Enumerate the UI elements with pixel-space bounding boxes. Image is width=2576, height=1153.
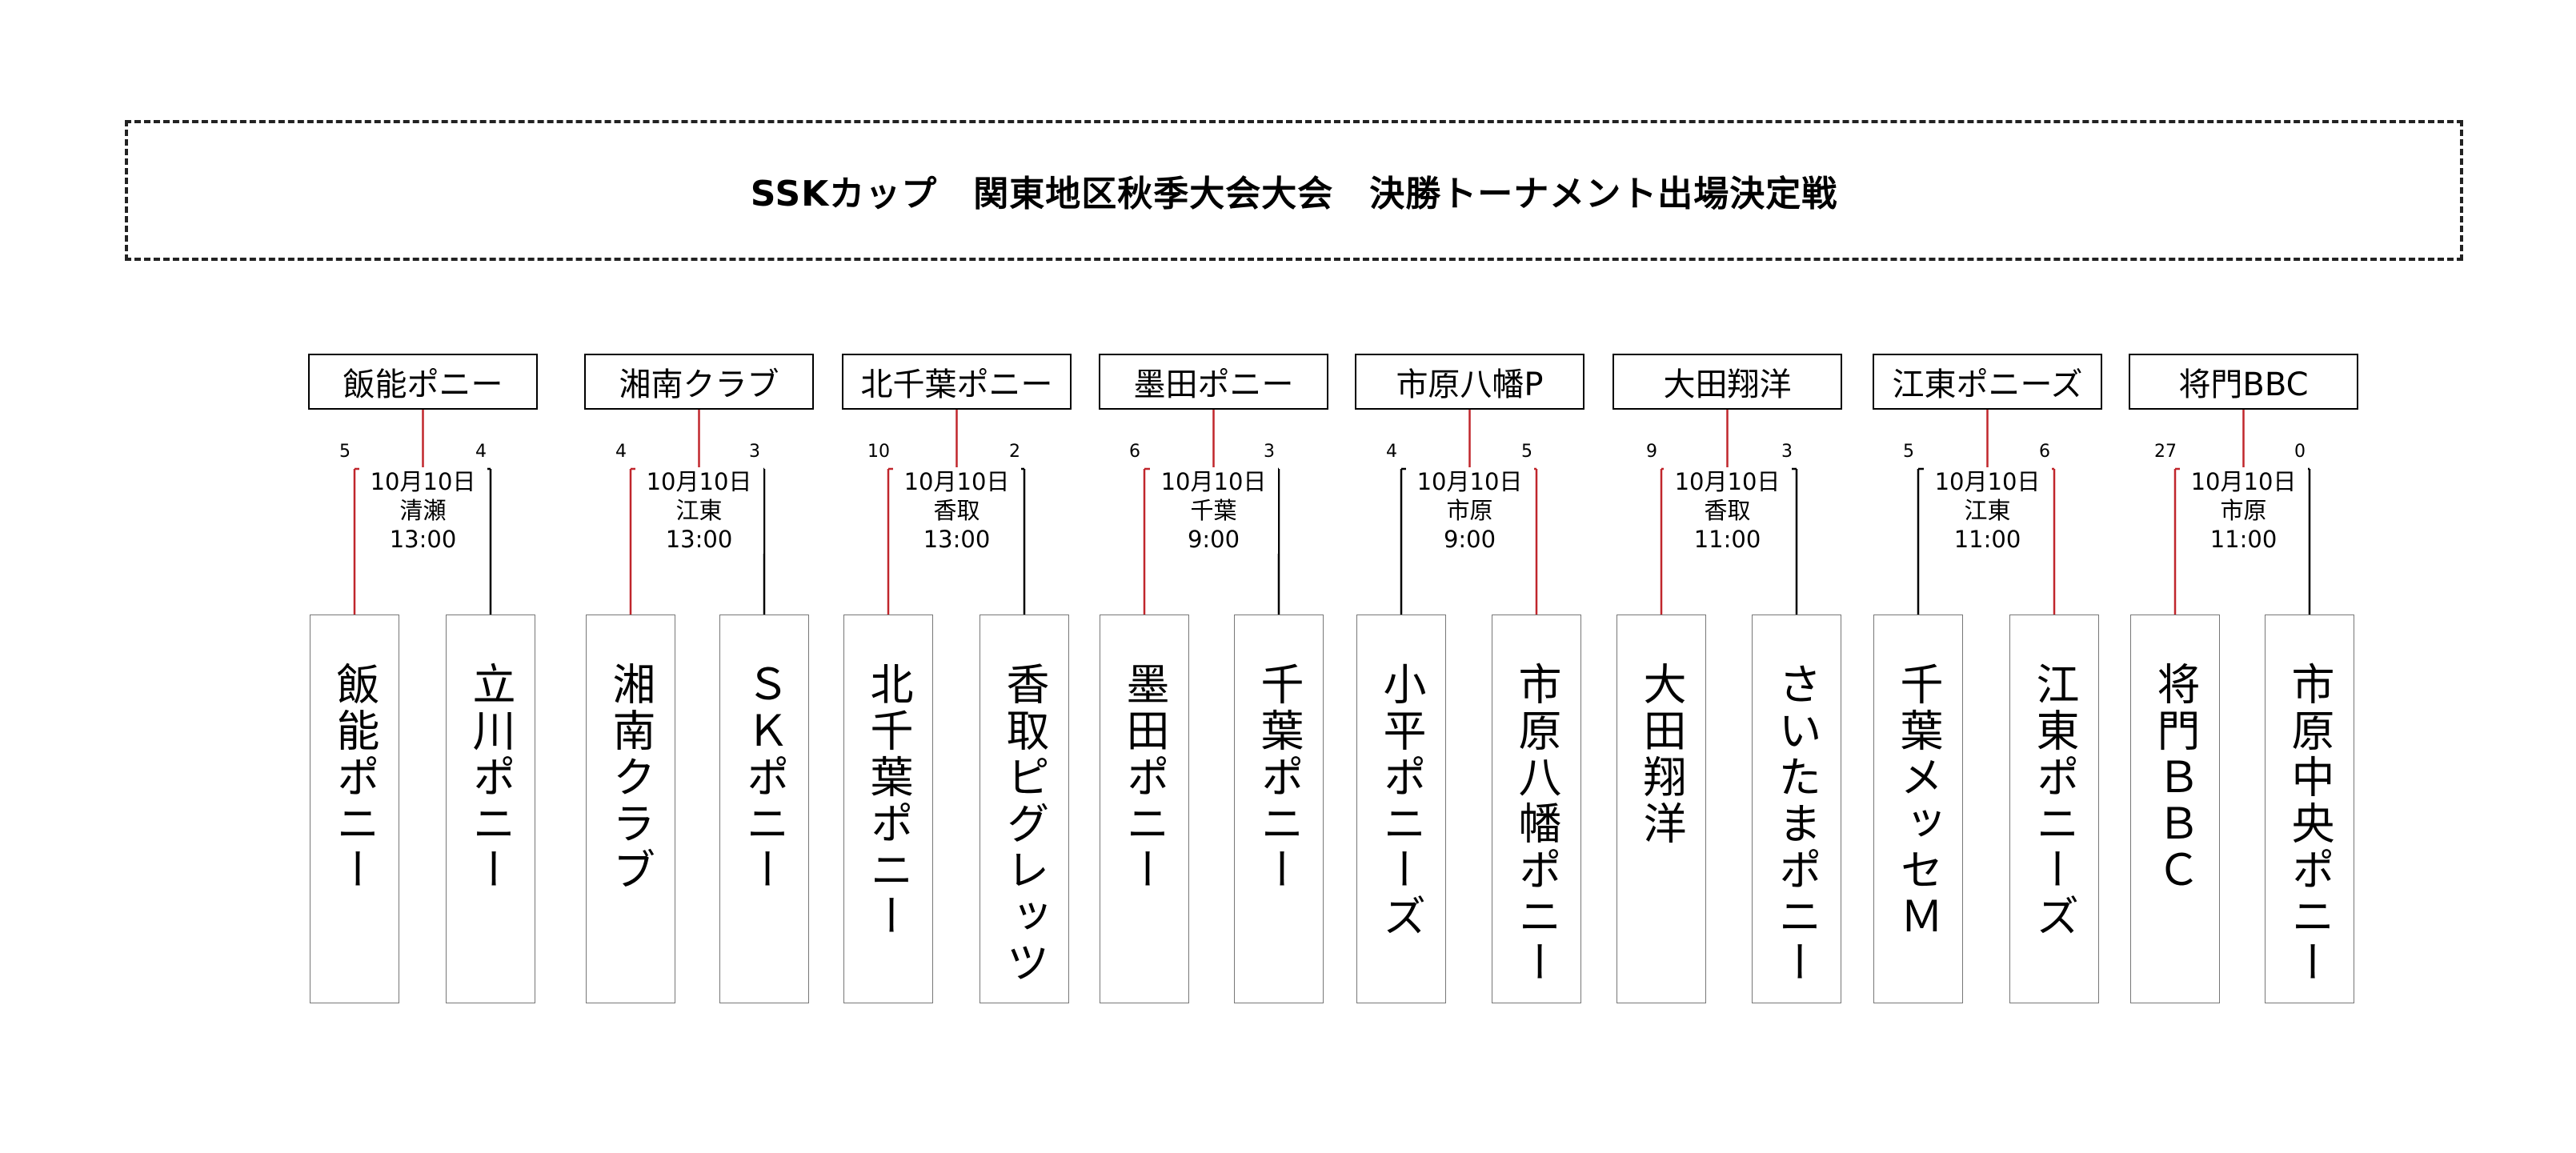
team-name: 香取ピグレッツ [999,662,1049,987]
team-box-left: 飯能ポニー [310,615,399,1003]
winner-box: 将門BBC [2129,354,2358,410]
match-venue: 千葉 [1190,497,1237,524]
team-box-left: 北千葉ポニー [843,615,933,1003]
match-time: 9:00 [1187,526,1240,553]
left-score: 5 [1903,442,1914,462]
match-venue: 江東 [1964,497,2011,524]
winner-box: 北千葉ポニー [842,354,1072,410]
match-venue: 市原 [2220,497,2267,524]
left-score: 6 [1129,442,1140,462]
team-name: 立川ポニー [465,662,515,894]
left-score: 5 [339,442,351,462]
team-box-left: 墨田ポニー [1100,615,1189,1003]
team-name: 小平ポニーズ [1376,662,1426,940]
right-score: 3 [1264,442,1275,462]
match-venue: 清瀬 [399,497,447,524]
winner-box: 江東ポニーズ [1873,354,2102,410]
match-time: 11:00 [2209,526,2278,553]
team-box-right: ＳＫポニー [719,615,809,1003]
match-time: 11:00 [1693,526,1761,553]
team-box-left: 湘南クラブ [586,615,675,1003]
match-time: 9:00 [1443,526,1496,553]
team-name: 飯能ポニー [329,662,379,894]
match-date: 10月10日 [1416,468,1523,495]
match-date: 10月10日 [646,468,752,495]
match-date: 10月10日 [1160,468,1267,495]
team-box-left: 将門ＢＢＣ [2130,615,2220,1003]
left-score: 4 [1386,442,1397,462]
team-name: 大田翔洋 [1636,662,1686,847]
match-time: 13:00 [923,526,991,553]
team-name: 湘南クラブ [605,662,655,894]
team-box-right: 江東ポニーズ [2009,615,2099,1003]
team-box-left: 小平ポニーズ [1356,615,1446,1003]
team-name: ＳＫポニー [739,662,789,894]
match-date: 10月10日 [1674,468,1781,495]
team-name: さいたまポニー [1771,662,1821,987]
right-score: 6 [2039,442,2050,462]
match-venue: 香取 [933,497,980,524]
page-title: SSKカップ 関東地区秋季大会大会 決勝トーナメント出場決定戦 [750,174,1838,214]
left-score: 9 [1646,442,1657,462]
team-name: 墨田ポニー [1119,662,1169,894]
match-venue: 市原 [1446,497,1493,524]
left-score: 27 [2154,442,2177,462]
match-date: 10月10日 [1934,468,2041,495]
team-box-right: 市原八幡ポニー [1492,615,1581,1003]
right-score: 3 [1781,442,1793,462]
winner-box: 市原八幡P [1355,354,1584,410]
team-box-right: 市原中央ポニー [2265,615,2354,1003]
right-score: 4 [475,442,487,462]
winner-box: 墨田ポニー [1099,354,1328,410]
team-name: 市原八幡ポニー [1511,662,1561,987]
match-time: 13:00 [389,526,457,553]
team-name: 千葉ポニー [1253,662,1304,894]
match-time: 13:00 [665,526,733,553]
match-venue: 香取 [1704,497,1751,524]
team-name: 市原中央ポニー [2284,662,2334,987]
winner-box: 湘南クラブ [584,354,814,410]
title-frame: SSKカップ 関東地区秋季大会大会 決勝トーナメント出場決定戦 [125,120,2463,261]
team-box-right: 立川ポニー [446,615,535,1003]
team-name: 北千葉ポニー [863,662,913,940]
match-date: 10月10日 [370,468,476,495]
left-score: 10 [867,442,890,462]
right-score: 0 [2294,442,2306,462]
team-box-left: 千葉メッセＭ [1873,615,1963,1003]
team-box-right: 香取ピグレッツ [980,615,1069,1003]
right-score: 3 [749,442,760,462]
team-box-left: 大田翔洋 [1617,615,1706,1003]
team-box-right: さいたまポニー [1752,615,1841,1003]
match-time: 11:00 [1953,526,2021,553]
left-score: 4 [615,442,627,462]
match-date: 10月10日 [2190,468,2297,495]
match-date: 10月10日 [903,468,1010,495]
match-venue: 江東 [675,497,723,524]
right-score: 5 [1521,442,1532,462]
team-name: 江東ポニーズ [2029,662,2079,940]
winner-box: 飯能ポニー [308,354,538,410]
winner-box: 大田翔洋 [1613,354,1842,410]
right-score: 2 [1009,442,1020,462]
team-name: 将門ＢＢＣ [2149,662,2200,894]
team-name: 千葉メッセＭ [1893,662,1943,940]
team-box-right: 千葉ポニー [1234,615,1324,1003]
